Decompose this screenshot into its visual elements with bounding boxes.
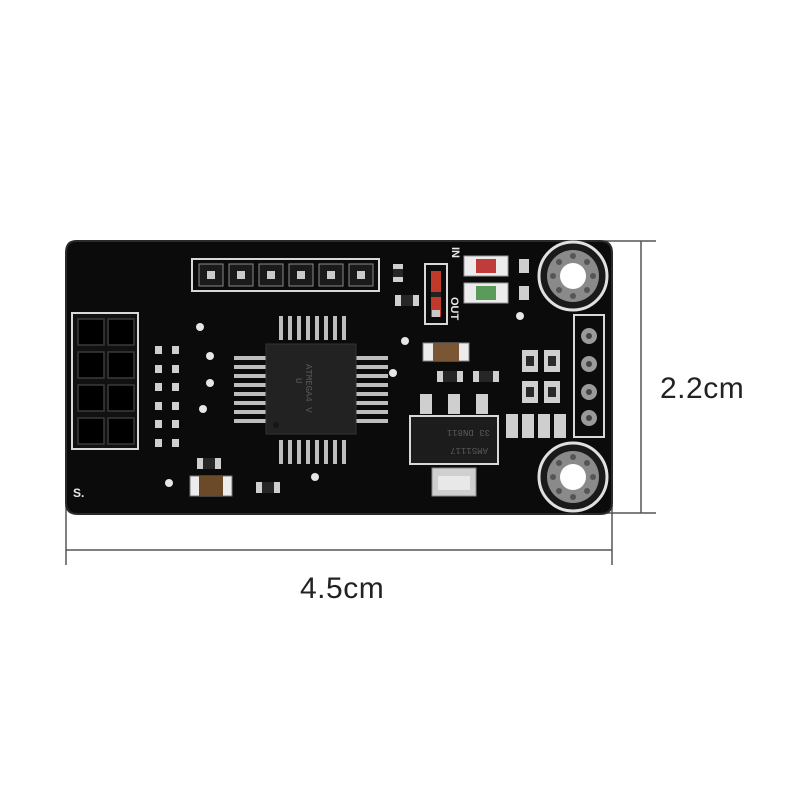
width-dimension-label: 4.5cm bbox=[300, 572, 385, 605]
regulator-marking-1: 33 DN811 bbox=[447, 427, 490, 437]
female-header bbox=[71, 312, 139, 450]
pcb-edge bbox=[65, 240, 613, 515]
screw-hole-icon bbox=[537, 441, 609, 513]
dimension-lines bbox=[65, 240, 656, 565]
voltage-regulator-icon: 33 DN811 AMS1117 bbox=[409, 394, 499, 497]
crystal bbox=[422, 342, 499, 382]
diode bbox=[424, 263, 448, 325]
mcu-marking-line2: U bbox=[293, 378, 303, 383]
label-s: S. bbox=[73, 486, 84, 500]
mcu-marking: ATMEGA4 V bbox=[303, 364, 313, 413]
pads-right bbox=[519, 259, 529, 300]
passives-top bbox=[393, 264, 419, 306]
label-in: IN bbox=[449, 247, 461, 258]
ic-chip-icon: ATMEGA4 V U bbox=[234, 316, 388, 464]
height-dimension-label: 2.2cm bbox=[660, 372, 745, 405]
pin-header-top bbox=[191, 258, 380, 292]
vias bbox=[165, 312, 524, 487]
leds bbox=[463, 255, 509, 304]
pads-cluster bbox=[506, 350, 566, 438]
connector-right bbox=[573, 314, 605, 438]
resistor-array bbox=[155, 346, 179, 447]
regulator-marking-2: AMS1117 bbox=[450, 445, 488, 455]
screw-hole-icon bbox=[537, 240, 609, 312]
label-out: OUT bbox=[448, 297, 460, 321]
pcb-board: ATMEGA4 V U bbox=[65, 240, 613, 515]
passives-left bbox=[189, 458, 280, 497]
